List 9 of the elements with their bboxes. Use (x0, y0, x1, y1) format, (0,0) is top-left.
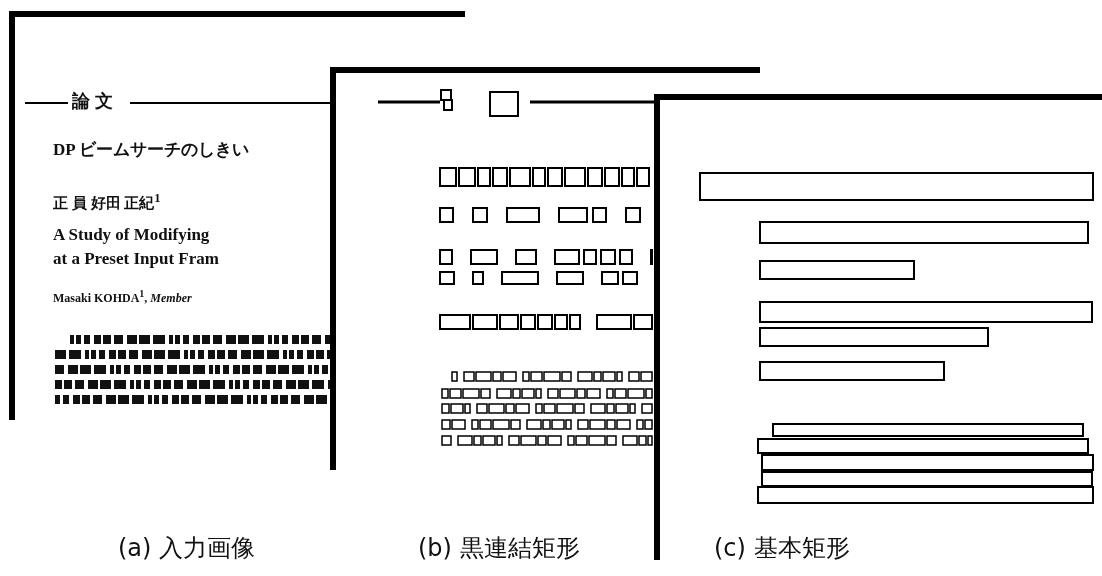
panel-caption: (b) 黒連結矩形 (418, 533, 580, 564)
printed-text: at a Preset Input Fram (53, 249, 219, 269)
panel-caption: (a) 入力画像 (118, 533, 256, 564)
printed-text: A Study of Modifying (53, 225, 210, 245)
printed-text: DP ビームサーチのしきい (53, 140, 249, 160)
printed-text: Masaki KOHDA$^{1}$, Member (53, 288, 192, 306)
printed-text: 論 文 (72, 91, 113, 112)
printed-text: 正 員 好田 正紀$^{1}$ (53, 191, 161, 213)
panel-caption: (c) 基本矩形 (714, 533, 850, 564)
